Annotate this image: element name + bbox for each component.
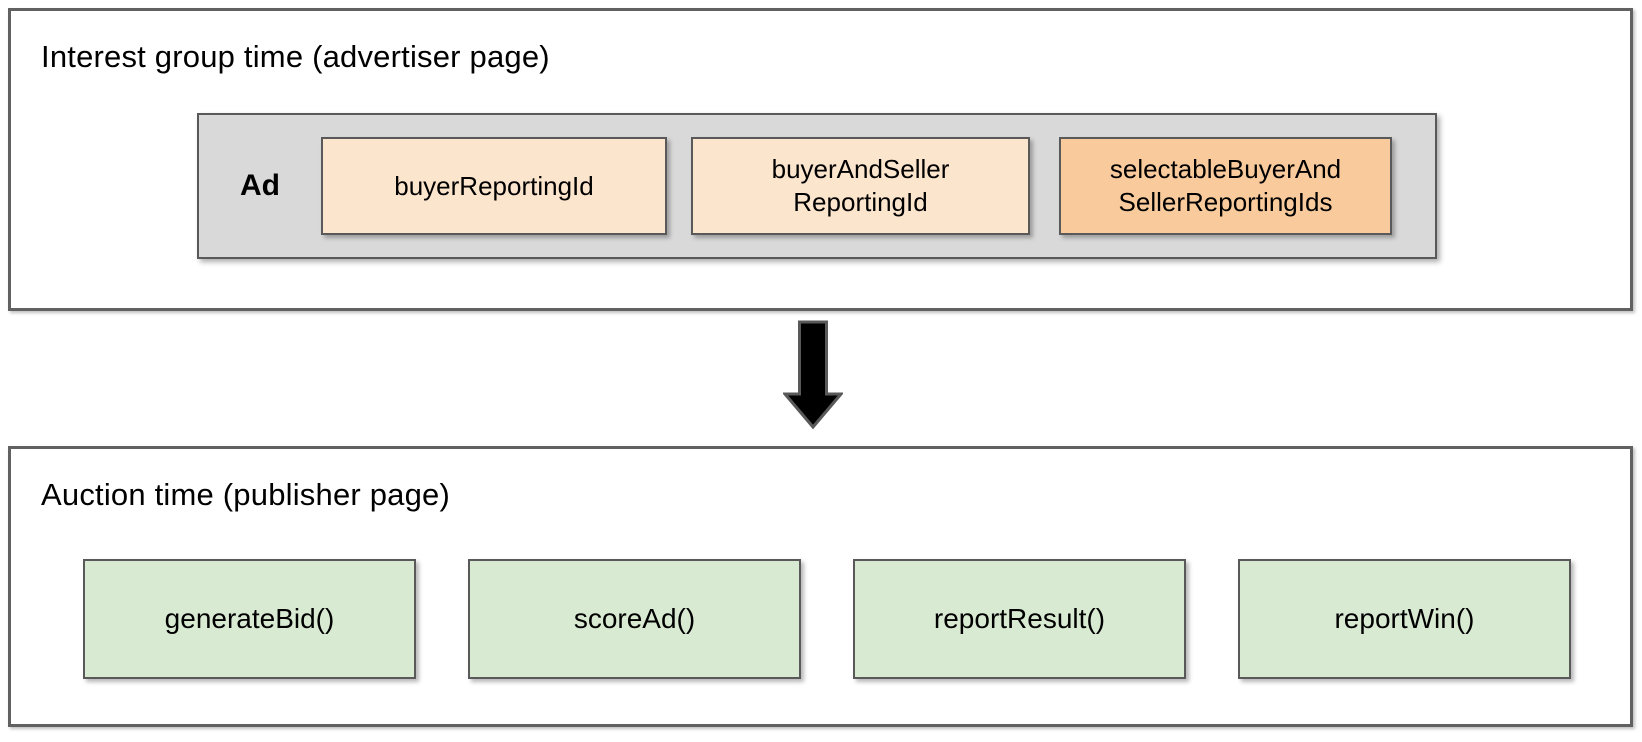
box-label: generateBid() (164, 603, 335, 634)
box-label: reportResult() (933, 603, 1106, 634)
box-label: reportWin() (1334, 603, 1475, 634)
box-label: scoreAd() (573, 603, 696, 634)
box-label: buyerAndSeller ReportingId (771, 154, 950, 217)
generate-bid-box: generateBid() (83, 559, 416, 679)
box-label: buyerReportingId (394, 170, 594, 201)
auction-title: Auction time (publisher page) (41, 477, 451, 512)
buyer-reporting-id-box: buyerReportingId (321, 137, 667, 235)
interest-group-title: Interest group time (advertiser page) (41, 39, 550, 74)
buyer-and-seller-reporting-id-box: buyerAndSeller ReportingId (691, 137, 1030, 235)
ad-label: Ad (240, 169, 280, 202)
selectable-buyer-and-seller-reporting-ids-box: selectableBuyerAnd SellerReportingIds (1059, 137, 1392, 235)
auction-function-row: generateBid() scoreAd() reportResult() r… (83, 559, 1571, 679)
ad-container: Ad buyerReportingId buyerAndSeller Repor… (197, 113, 1437, 259)
report-result-box: reportResult() (853, 559, 1186, 679)
box-label: selectableBuyerAnd SellerReportingIds (1109, 154, 1342, 217)
score-ad-box: scoreAd() (468, 559, 801, 679)
auction-section: Auction time (publisher page) generateBi… (8, 446, 1633, 727)
interest-group-section: Interest group time (advertiser page) Ad… (8, 8, 1633, 311)
report-win-box: reportWin() (1238, 559, 1571, 679)
down-arrow-icon (783, 320, 843, 430)
